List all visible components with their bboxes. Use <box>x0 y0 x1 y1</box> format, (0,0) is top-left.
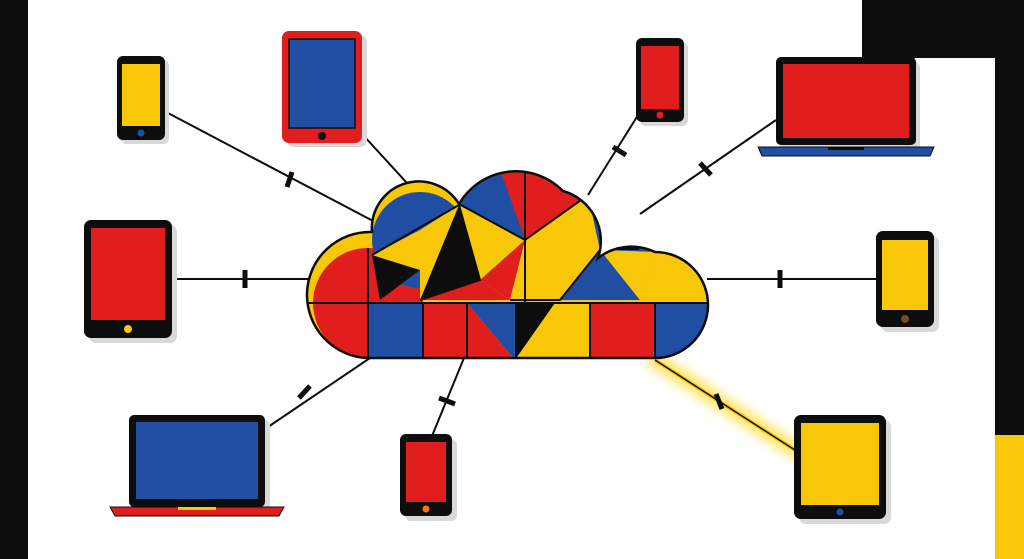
device-screen <box>783 64 909 138</box>
device-screen <box>406 442 446 502</box>
home-button <box>901 315 909 323</box>
tick <box>297 384 312 400</box>
link-phone-top-right <box>587 111 641 196</box>
tick <box>438 395 456 407</box>
device-phone-top-right <box>636 38 688 126</box>
tick <box>713 393 725 410</box>
tick <box>698 161 713 177</box>
device-phone-bottom <box>400 434 457 521</box>
device-screen <box>801 423 879 505</box>
home-button <box>318 132 326 140</box>
link-phone-top-left <box>165 111 376 223</box>
cloud-hub <box>305 170 710 360</box>
device-phone-top-left <box>117 56 169 144</box>
device-laptop-top-right <box>757 57 935 157</box>
device-tablet-top <box>282 31 367 147</box>
tick <box>611 144 628 158</box>
home-button <box>137 129 145 137</box>
cloud-outline <box>305 170 710 360</box>
tick <box>284 171 295 188</box>
device-screen <box>122 64 160 126</box>
laptop-base <box>109 506 285 517</box>
home-button <box>422 505 430 513</box>
right-yellow-bar <box>995 435 1024 559</box>
laptop-base <box>757 146 935 157</box>
device-screen <box>136 422 258 499</box>
device-screen <box>641 46 679 109</box>
device-screen <box>288 38 356 129</box>
link-laptop-top-right <box>639 119 777 215</box>
home-button <box>836 508 844 516</box>
device-screen <box>882 240 928 310</box>
device-screen <box>91 228 165 320</box>
link-laptop-bottom-left <box>264 357 371 430</box>
device-tablet-bottom-right <box>794 415 891 524</box>
home-button <box>124 325 132 333</box>
device-tablet-left <box>84 220 177 343</box>
device-laptop-bottom-left <box>109 415 285 517</box>
right-black-bar <box>995 0 1024 435</box>
left-black-bar <box>0 0 28 559</box>
highlighted-link <box>647 352 806 460</box>
home-button <box>656 111 664 119</box>
device-phone-right <box>876 231 939 332</box>
connector-ticks <box>242 144 783 410</box>
link-phone-bottom <box>431 357 465 437</box>
